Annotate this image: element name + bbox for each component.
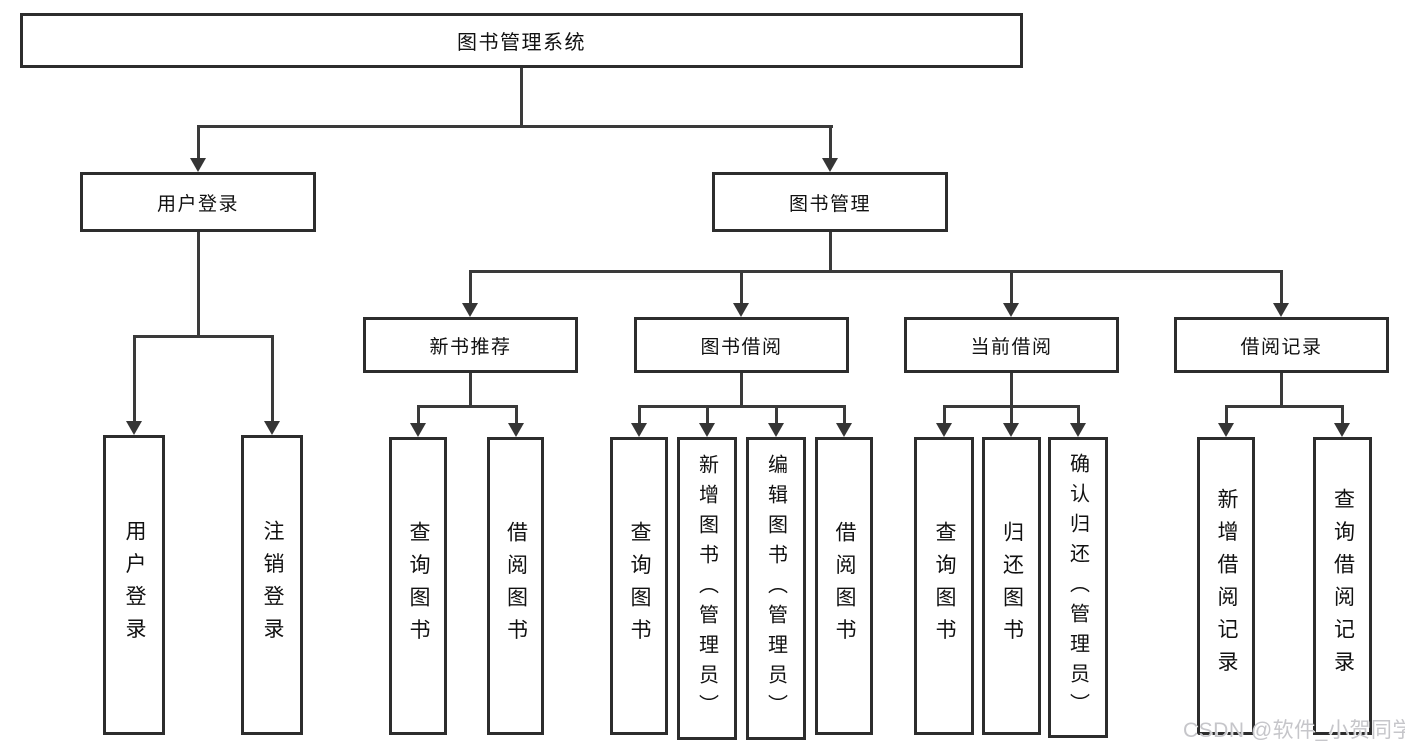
connector-line [829,125,832,158]
leaf-br-query-record-label: 查询借阅记录 [1331,488,1355,684]
arrow-down-icon [508,423,524,437]
arrow-down-icon [1070,423,1086,437]
leaf-bb-add-book-admin: 新增图书（管理员） [677,437,737,740]
arrow-down-icon [1273,303,1289,317]
node-new-book-recommend: 新书推荐 [363,317,578,373]
csdn-watermark: CSDN @软件_小贺同学 [1183,719,1405,742]
leaf-cb-query-book-label: 查询图书 [933,520,956,652]
node-book-management: 图书管理 [712,172,948,232]
leaf-br-add-record: 新增借阅记录 [1197,437,1255,735]
arrow-down-icon [836,423,852,437]
node-borrow-record: 借阅记录 [1174,317,1389,373]
arrow-down-icon [631,423,647,437]
leaf-rec-query-book-label: 查询图书 [407,520,430,652]
arrow-down-icon [936,423,952,437]
arrow-down-icon [1003,303,1019,317]
connector-line [1225,405,1344,408]
leaf-cb-return-book-label: 归还图书 [1000,520,1024,652]
connector-line [1010,373,1013,405]
leaf-cb-confirm-return-admin-label: 确认归还（管理员） [1066,452,1089,723]
arrow-down-icon [699,423,715,437]
leaf-cb-confirm-return-admin: 确认归还（管理员） [1048,437,1108,738]
arrow-down-icon [733,303,749,317]
connector-line [133,335,274,338]
leaf-logout-label: 注销登录 [261,519,284,651]
connector-line [1341,405,1344,423]
connector-line [271,335,274,421]
connector-line [520,68,523,125]
arrow-down-icon [264,421,280,435]
connector-line [469,373,472,405]
connector-line [197,125,200,158]
node-user-login-label: 用户登录 [156,193,239,215]
connector-line [469,270,1283,273]
leaf-bb-borrow-book-label: 借阅图书 [833,520,856,652]
connector-line [775,405,778,423]
leaf-rec-borrow-book-label: 借阅图书 [504,520,528,652]
node-current-borrow: 当前借阅 [904,317,1119,373]
leaf-bb-borrow-book: 借阅图书 [815,437,873,735]
connector-line [1280,270,1283,303]
arrow-down-icon [190,158,206,172]
node-book-borrow-label: 图书借阅 [700,336,783,358]
node-book-borrow: 图书借阅 [634,317,849,373]
leaf-bb-query-book-label: 查询图书 [628,520,651,652]
arrow-down-icon [1218,423,1234,437]
connector-line [843,405,846,423]
arrow-down-icon [410,423,426,437]
connector-line [943,405,946,423]
connector-line [1280,373,1283,405]
connector-line [417,405,420,423]
connector-line [829,232,832,270]
leaf-cb-query-book: 查询图书 [914,437,974,735]
node-user-login: 用户登录 [80,172,316,232]
node-book-management-label: 图书管理 [788,193,871,215]
arrow-down-icon [1003,423,1019,437]
leaf-rec-query-book: 查询图书 [389,437,447,735]
connector-line [469,270,472,303]
node-library-system-label: 图书管理系统 [457,32,586,54]
connector-line [197,232,200,335]
leaf-logout: 注销登录 [241,435,303,735]
leaf-br-add-record-label: 新增借阅记录 [1215,488,1238,684]
connector-line [133,335,136,421]
leaf-bb-query-book: 查询图书 [610,437,668,735]
arrow-down-icon [462,303,478,317]
connector-line [197,125,833,128]
connector-line [1010,405,1013,423]
leaf-rec-borrow-book: 借阅图书 [487,437,544,735]
connector-line [1010,270,1013,303]
arrow-down-icon [126,421,142,435]
arrow-down-icon [822,158,838,172]
connector-line [638,405,846,408]
connector-line [1225,405,1228,423]
leaf-br-query-record: 查询借阅记录 [1313,437,1372,735]
leaf-bb-edit-book-admin: 编辑图书（管理员） [746,437,806,740]
connector-line [706,405,709,423]
node-library-system: 图书管理系统 [20,13,1023,68]
connector-line [515,405,518,423]
arrow-down-icon [768,423,784,437]
node-borrow-record-label: 借阅记录 [1240,336,1323,358]
leaf-bb-edit-book-admin-label: 编辑图书（管理员） [764,453,787,724]
leaf-user-login: 用户登录 [103,435,165,735]
connector-line [638,405,641,423]
arrow-down-icon [1334,423,1350,437]
connector-line [740,270,743,303]
node-current-borrow-label: 当前借阅 [970,336,1053,358]
leaf-user-login-label: 用户登录 [123,519,146,651]
node-new-book-recommend-label: 新书推荐 [429,336,512,358]
connector-line [740,373,743,405]
connector-line [1077,405,1080,423]
leaf-bb-add-book-admin-label: 新增图书（管理员） [695,453,718,724]
connector-line [417,405,518,408]
leaf-cb-return-book: 归还图书 [982,437,1041,735]
